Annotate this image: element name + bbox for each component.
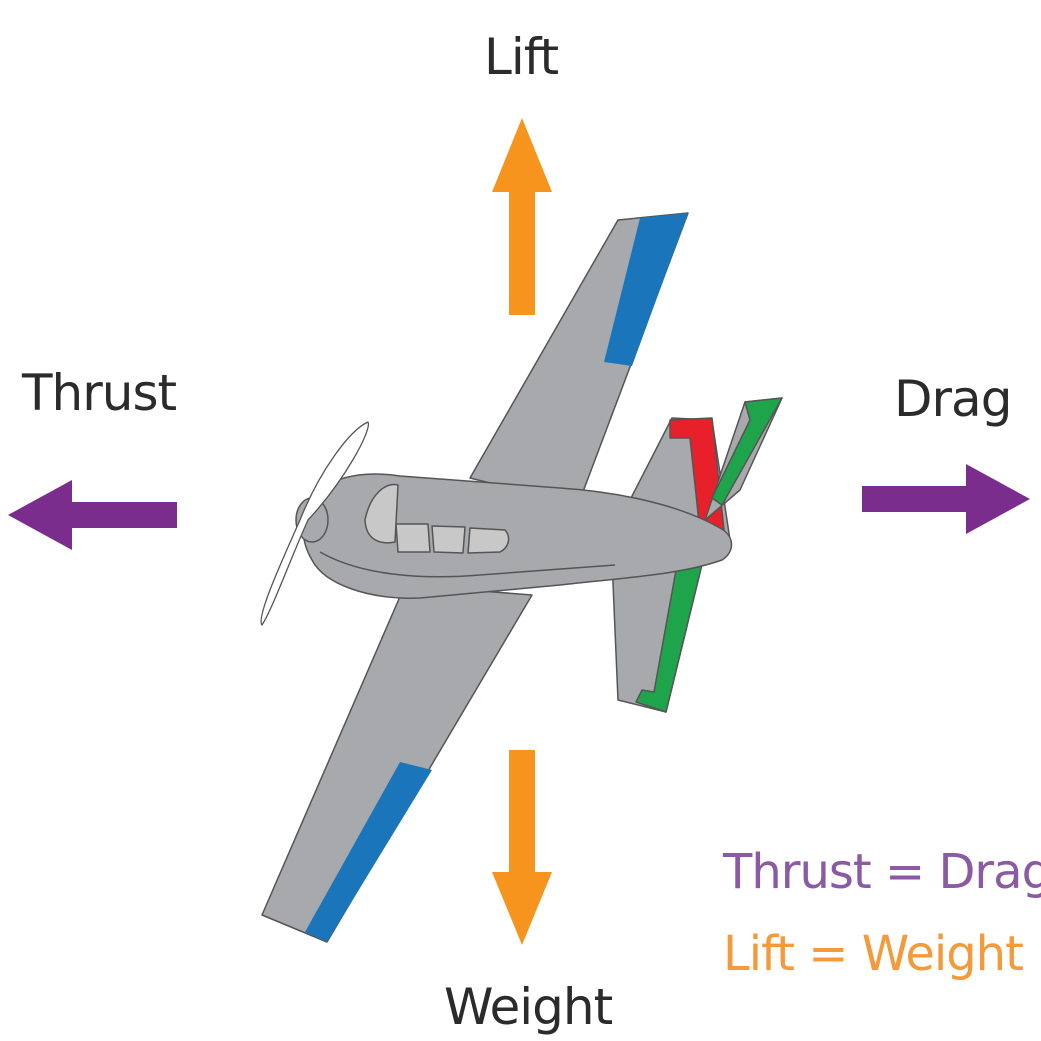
weight-arrow <box>492 750 552 945</box>
weight-label: Weight <box>444 978 613 1036</box>
lift-label: Lift <box>484 28 559 86</box>
thrust-label: Thrust <box>22 364 177 422</box>
drag-arrow <box>862 464 1030 534</box>
lift-equals-weight-equation: Lift = Weight <box>723 926 1024 982</box>
window-1 <box>395 523 431 553</box>
windshield <box>364 483 399 544</box>
upper-elevator <box>711 397 783 506</box>
lower-wing <box>261 584 533 943</box>
fuselage <box>302 473 733 599</box>
thrust-arrow <box>8 480 177 550</box>
drag-label: Drag <box>894 370 1012 428</box>
lower-aileron <box>305 762 432 942</box>
upper-aileron <box>604 213 688 366</box>
window-2 <box>431 525 466 554</box>
window-3 <box>467 527 510 554</box>
airplane <box>260 212 783 943</box>
thrust-equals-drag-equation: Thrust = Drag <box>723 844 1041 900</box>
propeller <box>260 421 369 626</box>
lift-arrow <box>492 118 552 315</box>
